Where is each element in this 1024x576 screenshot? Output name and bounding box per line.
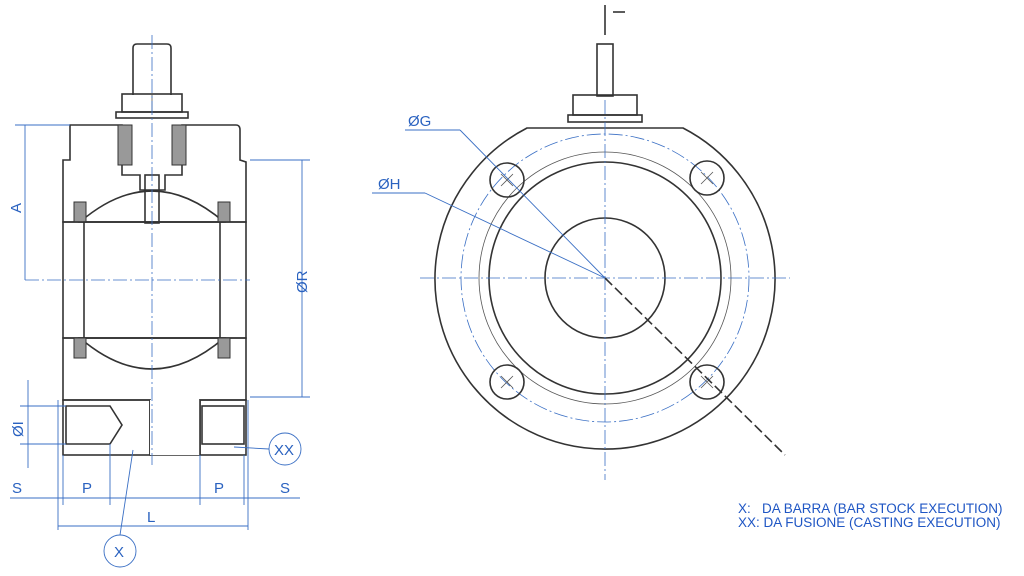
- dim-H: ØH: [378, 176, 401, 193]
- callout-X: X: [114, 544, 124, 561]
- front-view: ØG ØH: [372, 5, 790, 480]
- foot-left: [62, 399, 151, 456]
- foot-right: [199, 399, 247, 456]
- body-upper: [62, 124, 247, 223]
- legend-xx: XX: DA FUSIONE (CASTING EXECUTION): [738, 515, 1001, 530]
- callout-XX-circle: [268, 432, 302, 466]
- ball-upper: [77, 190, 227, 223]
- callout-X-circle: [103, 534, 137, 568]
- legend: X: DA BARRA (BAR STOCK EXECUTION)XX: DA …: [738, 502, 1003, 530]
- dim-G: ØG: [408, 113, 431, 130]
- dim-A: A: [8, 203, 25, 213]
- stem-front: [596, 43, 614, 97]
- dim-P-left: P: [82, 480, 92, 497]
- dim-I: ØI: [10, 421, 27, 437]
- bolt-holes: [489, 160, 725, 400]
- dim-R: ØR: [294, 270, 311, 293]
- legend-x: X: DA BARRA (BAR STOCK EXECUTION): [738, 501, 1003, 516]
- ball-lower: [77, 337, 227, 370]
- dim-S-right: S: [280, 480, 290, 497]
- dim-L: L: [147, 509, 155, 526]
- dim-S-left: S: [12, 480, 22, 497]
- section-view: [25, 35, 250, 465]
- dimensions-left: A ØR ØI S P P S L X XX: [8, 124, 311, 568]
- dim-P-right: P: [214, 480, 224, 497]
- callout-XX: XX: [274, 442, 294, 459]
- flange-outline: [434, 127, 776, 450]
